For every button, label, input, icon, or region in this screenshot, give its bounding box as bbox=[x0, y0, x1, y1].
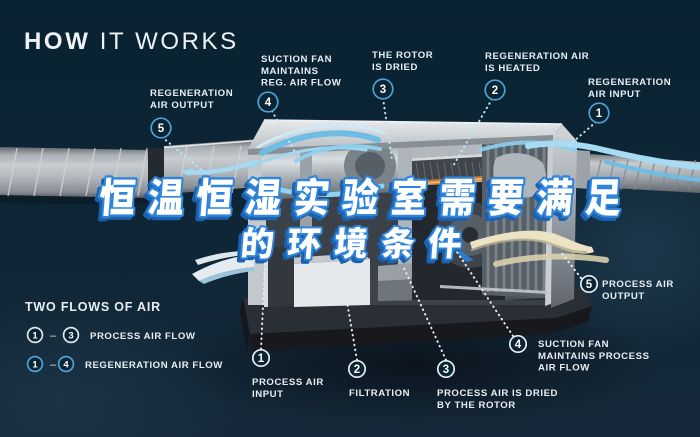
svg-text:4: 4 bbox=[63, 359, 69, 370]
svg-text:5: 5 bbox=[158, 123, 165, 135]
svg-text:PROCESS AIR FLOW: PROCESS AIR FLOW bbox=[90, 331, 196, 342]
svg-text:–: – bbox=[50, 359, 57, 371]
svg-text:HOW IT WORKS: HOW IT WORKS bbox=[24, 28, 239, 55]
svg-text:3: 3 bbox=[443, 364, 449, 376]
svg-text:4: 4 bbox=[515, 339, 522, 351]
svg-text:REGENERATION AIR FLOW: REGENERATION AIR FLOW bbox=[85, 360, 223, 371]
svg-text:2: 2 bbox=[354, 364, 360, 376]
svg-text:1: 1 bbox=[596, 108, 603, 120]
svg-text:TWO FLOWS OF AIR: TWO FLOWS OF AIR bbox=[25, 300, 161, 314]
svg-text:5: 5 bbox=[586, 279, 593, 291]
svg-text:FILTRATION: FILTRATION bbox=[349, 388, 410, 399]
svg-text:1: 1 bbox=[32, 359, 38, 370]
svg-text:–: – bbox=[50, 330, 57, 342]
svg-text:3: 3 bbox=[68, 330, 73, 341]
svg-text:4: 4 bbox=[265, 97, 272, 109]
svg-text:1: 1 bbox=[258, 353, 265, 365]
svg-text:1: 1 bbox=[32, 330, 38, 341]
svg-text:2: 2 bbox=[492, 85, 498, 97]
svg-text:3: 3 bbox=[380, 84, 386, 96]
